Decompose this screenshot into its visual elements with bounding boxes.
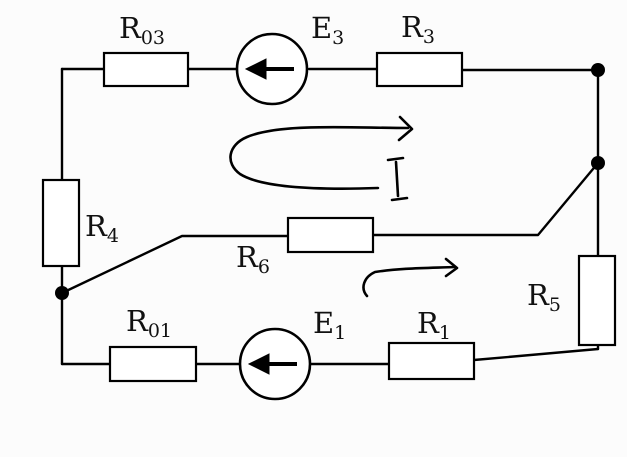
- label-r4: R4: [85, 209, 119, 247]
- label-r03: R03: [119, 11, 165, 49]
- loop-arrow-lower: [362, 265, 457, 298]
- arrow-left-icon: [247, 353, 270, 375]
- source-e1: [238, 327, 312, 401]
- label-r6: R6: [236, 240, 270, 278]
- resistor-r6: [286, 216, 375, 254]
- wire-middle-left: [60, 234, 290, 295]
- loop-arrowhead-lower-icon: [444, 257, 459, 278]
- resistor-r03: [102, 51, 190, 88]
- resistor-r3: [375, 51, 464, 88]
- label-r3: R3: [401, 10, 435, 48]
- loop-arrow-upper: [229, 125, 410, 190]
- resistor-r5: [577, 254, 617, 347]
- wire-bottom-right: [472, 347, 600, 362]
- label-e3: E3: [311, 11, 344, 49]
- label-e1: E1: [313, 306, 346, 344]
- node-top-right: [591, 63, 605, 77]
- wire-middle-right: [371, 161, 600, 237]
- label-r5: R5: [527, 278, 561, 316]
- resistor-r01: [108, 345, 198, 383]
- resistor-r1: [387, 341, 476, 381]
- label-r1: R1: [417, 306, 451, 344]
- source-e3: [235, 32, 309, 106]
- loop-mark-i: [386, 156, 409, 202]
- loop-arrowhead-upper-icon: [397, 115, 414, 142]
- node-right-mid: [591, 156, 605, 170]
- arrow-left-icon: [244, 58, 267, 80]
- resistor-r4: [41, 178, 81, 268]
- label-r01: R01: [126, 304, 172, 342]
- node-left-mid: [55, 286, 69, 300]
